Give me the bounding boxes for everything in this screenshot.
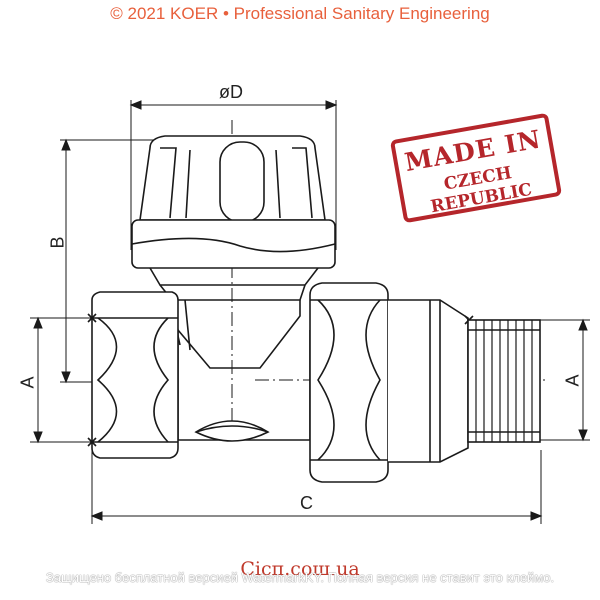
watermark-text: Защищено бесплатной версией WatermarkKY.…	[45, 570, 555, 585]
copyright-header: © 2021 KOER • Professional Sanitary Engi…	[110, 4, 490, 23]
tailpiece	[388, 299, 474, 463]
right-hex-nut	[309, 282, 389, 483]
dimension-pipe-left-label: A	[17, 376, 38, 389]
male-thread	[467, 319, 541, 443]
dimension-diameter-label: øD	[219, 82, 243, 102]
dimension-height-label: B	[47, 236, 68, 249]
dimension-pipe-right-label: A	[562, 374, 583, 387]
dimension-length-label: C	[300, 493, 313, 513]
site-logo-text: Ciсп.сош.ua	[240, 558, 360, 580]
valve-cap	[131, 135, 336, 286]
valve-body	[177, 330, 311, 442]
left-hex-nut	[87, 291, 179, 459]
